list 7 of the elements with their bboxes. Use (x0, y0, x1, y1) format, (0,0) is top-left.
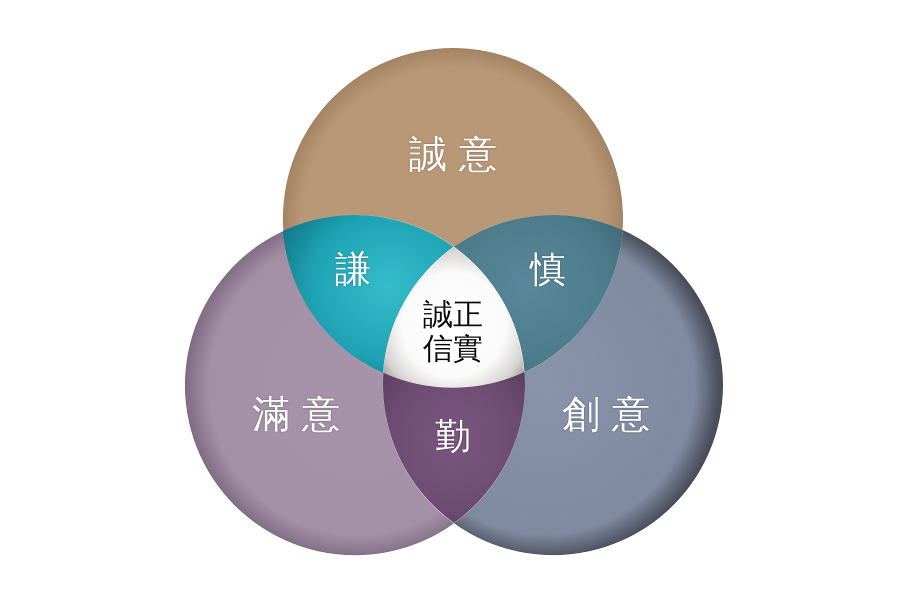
venn-label: 創 意 (562, 393, 650, 437)
venn-label: 誠 意 (408, 133, 498, 177)
venn-label: 謙 (334, 249, 371, 291)
venn-label: 誠正信實 (422, 298, 484, 368)
venn-label: 慎 (530, 249, 566, 291)
venn-label: 滿 意 (252, 393, 340, 437)
venn-label: 勤 (434, 416, 471, 458)
